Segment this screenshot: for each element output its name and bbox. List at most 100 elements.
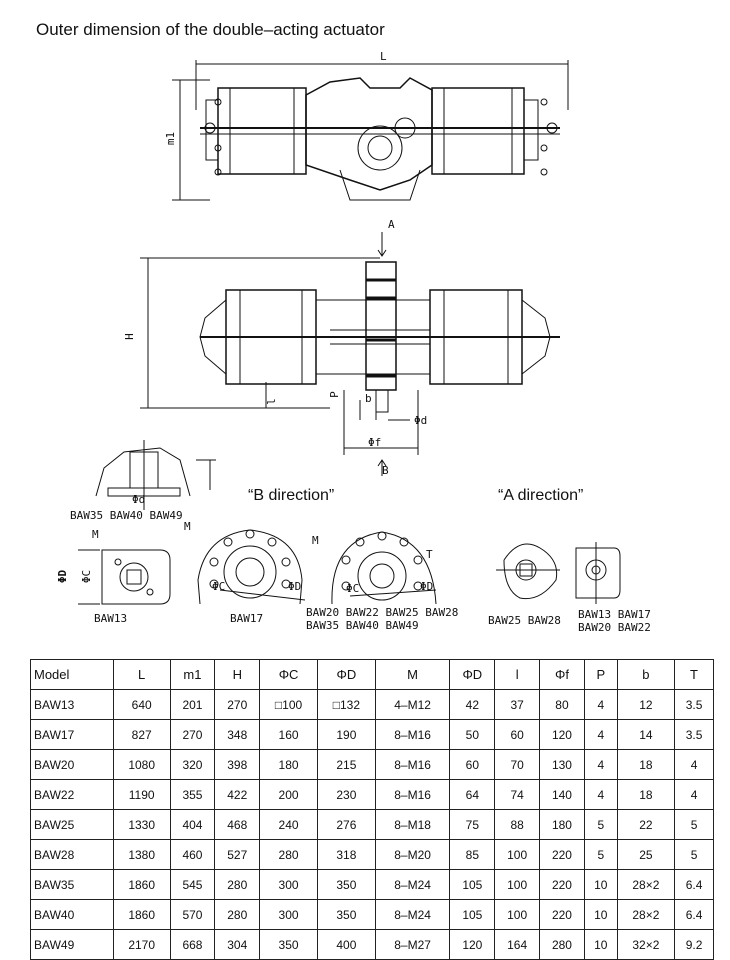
table-cell: 6.4 — [674, 899, 714, 930]
table-cell: 10 — [583, 929, 618, 960]
table-cell: 42 — [449, 689, 496, 720]
spec-table: Model L m1 H ΦC ΦD M ΦD l Φf P b T BAW13… — [30, 659, 714, 960]
table-cell: 280 — [214, 899, 261, 930]
dim-b-label: b — [365, 392, 372, 405]
table-cell: 4 — [674, 749, 714, 780]
model-cell: BAW35 — [30, 869, 114, 900]
header-cell: L — [112, 659, 171, 690]
table-cell: 32×2 — [616, 929, 676, 960]
phiD-label: ΦD — [56, 569, 70, 584]
header-cell: ΦD — [316, 659, 376, 690]
top-view-drawing — [172, 60, 569, 201]
model-cell: BAW22 — [30, 779, 114, 810]
table-cell: 270 — [214, 689, 261, 720]
table-cell: 1860 — [112, 869, 171, 900]
table-cell: 88 — [494, 809, 541, 840]
table-cell: 2170 — [112, 929, 171, 960]
table-cell: 12 — [616, 689, 676, 720]
header-cell: P — [583, 659, 618, 690]
table-cell: 8–M16 — [374, 719, 451, 750]
table-cell: 8–M20 — [374, 839, 451, 870]
baw17-label: BAW17 — [230, 612, 264, 625]
table-cell: 18 — [616, 749, 676, 780]
table-cell: 10 — [583, 899, 618, 930]
table-header-row: Model L m1 H ΦC ΦD M ΦD l Φf P b T — [30, 659, 714, 690]
table-cell: 400 — [316, 929, 376, 960]
table-cell: 318 — [316, 839, 376, 870]
table-cell: 827 — [112, 719, 171, 750]
group4-label: BAW25 BAW28 — [488, 614, 561, 627]
table-cell: 180 — [259, 749, 318, 780]
header-cell: b — [616, 659, 676, 690]
table-cell: 1080 — [112, 749, 171, 780]
dim-phi-d-label: Φd — [414, 414, 428, 427]
header-cell: T — [674, 659, 714, 690]
table-cell: 80 — [539, 689, 585, 720]
table-cell: 220 — [539, 869, 585, 900]
table-cell: 422 — [214, 779, 261, 810]
group5-line1-label: BAW13 BAW17 — [578, 608, 651, 621]
table-cell: 4 — [674, 779, 714, 810]
table-cell: 4 — [583, 719, 618, 750]
table-cell: 1330 — [112, 809, 171, 840]
table-cell: 300 — [259, 869, 318, 900]
table-cell: 527 — [214, 839, 261, 870]
dim-B-label: B — [382, 464, 389, 477]
table-cell: 105 — [449, 899, 496, 930]
table-cell: 240 — [259, 809, 318, 840]
header-cell: m1 — [169, 659, 216, 690]
phiC-label-3: ΦC — [346, 582, 360, 595]
table-cell: 280 — [214, 869, 261, 900]
table-cell: 140 — [539, 779, 585, 810]
table-cell: 1380 — [112, 839, 171, 870]
dim-A-label: A — [388, 218, 395, 231]
table-cell: 668 — [169, 929, 216, 960]
table-cell: 4 — [583, 689, 618, 720]
table-cell: 3.5 — [674, 719, 714, 750]
table-cell: 201 — [169, 689, 216, 720]
table-cell: 276 — [316, 809, 376, 840]
group3-line1-label: BAW20 BAW22 BAW25 BAW28 — [306, 606, 459, 619]
table-cell: 50 — [449, 719, 496, 750]
table-cell: 8–M27 — [374, 929, 451, 960]
model-cell: BAW28 — [30, 839, 114, 870]
table-cell: 220 — [539, 839, 585, 870]
table-cell: 18 — [616, 779, 676, 810]
phiC-label-2: ΦC — [212, 580, 226, 593]
group5-line2-label: BAW20 BAW22 — [578, 621, 651, 634]
table-cell: 348 — [214, 719, 261, 750]
table-cell: 60 — [449, 749, 496, 780]
header-cell: M — [374, 659, 451, 690]
model-cell: BAW40 — [30, 899, 114, 930]
table-cell: 350 — [259, 929, 318, 960]
table-cell: 304 — [214, 929, 261, 960]
T-label: T — [426, 548, 433, 561]
header-cell: H — [214, 659, 261, 690]
dim-l-label: l — [264, 398, 278, 405]
header-cell: ΦD — [449, 659, 496, 690]
table-cell: 350 — [316, 869, 376, 900]
table-cell: 164 — [494, 929, 541, 960]
model-cell: BAW20 — [30, 749, 114, 780]
table-cell: 300 — [259, 899, 318, 930]
table-cell: 37 — [494, 689, 541, 720]
phiD-label-2: ΦD — [288, 580, 302, 593]
m-label-1: M — [92, 528, 99, 541]
table-cell: 64 — [449, 779, 496, 810]
model-cell: BAW13 — [30, 689, 114, 720]
dim-L-label: L — [380, 50, 387, 63]
table-cell: 60 — [494, 719, 541, 750]
m-label-2: M — [184, 520, 191, 533]
table-cell: 200 — [259, 779, 318, 810]
table-cell: 5 — [674, 809, 714, 840]
header-cell: l — [494, 659, 541, 690]
table-cell: 100 — [494, 839, 541, 870]
table-cell: 8–M16 — [374, 749, 451, 780]
table-cell: 4 — [583, 779, 618, 810]
table-cell: □100 — [259, 689, 318, 720]
